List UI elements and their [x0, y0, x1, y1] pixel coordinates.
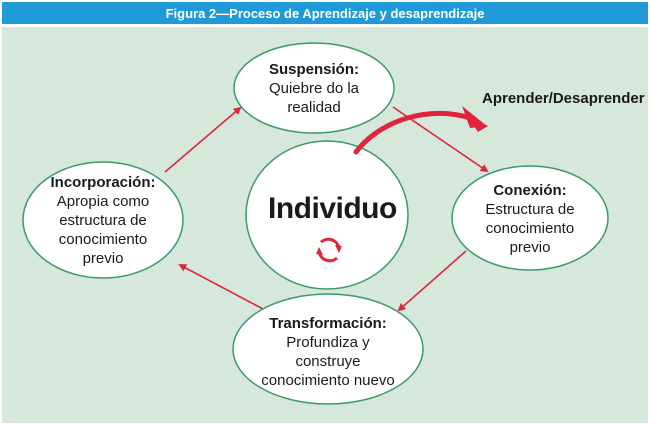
node-line: construye: [295, 353, 361, 370]
arrow-transformacion-to-incorporacion: [178, 264, 264, 310]
aprender-desaprender-arrow: [353, 106, 488, 155]
node-line: Estructura de: [485, 201, 575, 218]
node-title: Incorporación:: [50, 173, 156, 191]
node-incorporacion: Incorporación: Apropia como estructura d…: [33, 170, 173, 270]
figure-title: Figura 2—Proceso de Aprendizaje y desapr…: [165, 5, 485, 21]
node-conexion-shape: [451, 165, 609, 271]
node-line: previo: [82, 249, 124, 267]
node-title: Suspensión:: [268, 60, 359, 78]
node-line: conocimiento: [485, 220, 575, 237]
node-line: Apropia como: [56, 192, 150, 210]
cycle-label: Aprender/Desaprender: [482, 90, 645, 107]
center-label-individuo: Individuo: [268, 192, 397, 225]
figure-title-bar: Figura 2—Proceso de Aprendizaje y desapr…: [2, 2, 648, 24]
node-title: Conexión:: [493, 182, 567, 199]
cycle-arrows-icon: [316, 237, 342, 263]
node-individuo-shape: [245, 140, 409, 290]
node-line: conocimiento: [58, 230, 148, 248]
arrow-conexion-to-transformacion: [397, 250, 467, 312]
node-line: estructura de: [59, 211, 147, 229]
node-title: Transformación:: [269, 315, 387, 332]
node-incorporacion-shape: [22, 161, 184, 279]
node-line: Profundiza y: [286, 334, 370, 351]
node-transformacion: Transformación: Profundiza y construye c…: [248, 312, 408, 392]
node-line: previo: [509, 239, 551, 256]
arrow-incorporacion-to-suspension: [164, 106, 242, 173]
node-conexion: Conexión: Estructura de conocimiento pre…: [460, 178, 600, 260]
node-line: realidad: [287, 98, 341, 116]
node-transformacion-shape: [232, 293, 424, 405]
node-suspension: Suspensión: Quiebre do la realidad: [244, 56, 384, 120]
node-suspension-shape: [233, 42, 395, 134]
node-line: conocimiento nuevo: [261, 372, 395, 389]
node-line: Quiebre do la: [268, 79, 360, 97]
